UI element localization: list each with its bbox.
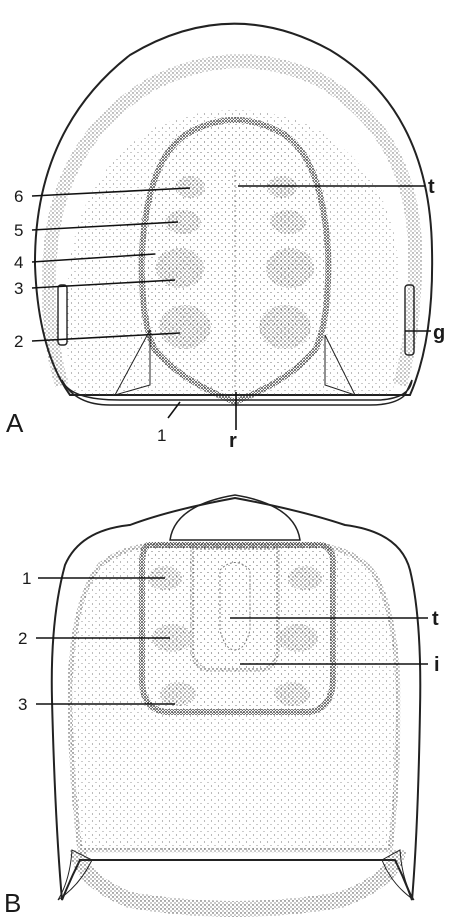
panel-a-left-flap	[58, 285, 67, 345]
panel-a-illustration	[35, 24, 432, 405]
panel-a-label-4: 4	[14, 253, 23, 272]
panel-a-label-r: r	[229, 430, 237, 452]
panel-a-label-3: 3	[14, 279, 23, 298]
panel-b-label-i: i	[434, 654, 440, 676]
panel-b-illustration	[52, 495, 421, 909]
panel-b-tongue	[192, 548, 278, 670]
panel-a-label-g: g	[433, 322, 445, 344]
panel-a-letter: A	[6, 408, 24, 438]
panel-a-label-6: 6	[14, 187, 23, 206]
panel-a-label-t: t	[428, 176, 435, 198]
panel-b-label-1: 1	[22, 569, 31, 588]
panel-b-letter: B	[4, 888, 21, 918]
panel-a-label-1: 1	[157, 426, 166, 445]
panel-b-label-2: 2	[18, 629, 27, 648]
panel-a-label-2: 2	[14, 332, 23, 351]
panel-b-label-t: t	[432, 608, 439, 630]
panel-b-label-3: 3	[18, 695, 27, 714]
panel-a-label-5: 5	[14, 221, 23, 240]
panel-b-top-cap	[170, 495, 300, 540]
panel-b-lower-rim	[78, 850, 398, 909]
